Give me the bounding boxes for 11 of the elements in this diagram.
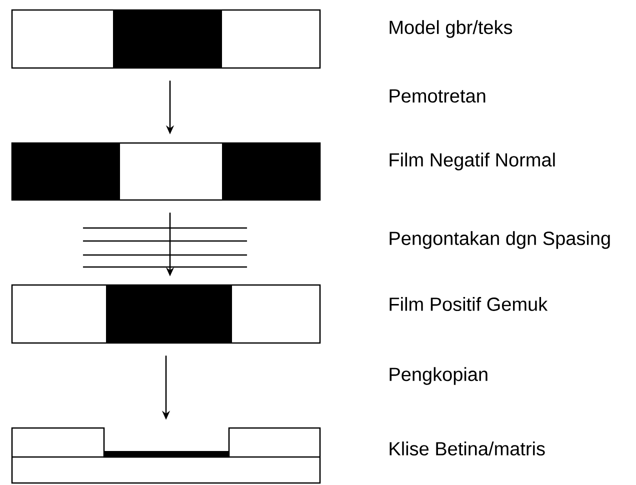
step-label: Pemotretan [390,89,486,103]
step-label: Pengkopian [390,367,488,385]
film-strip [11,284,321,344]
strip-caption: Film Positif Gemuk [390,297,548,311]
strip-caption: Film Negatif Normal [390,152,555,170]
step-label: Pengontakan dgn Spasing [390,231,610,249]
film-strip [11,142,321,201]
plate-drawing [11,427,321,484]
strip-caption: Model gbr/teks [390,20,512,38]
film-strip [11,9,321,69]
strip-caption: Klise Betina/matris [390,442,545,456]
